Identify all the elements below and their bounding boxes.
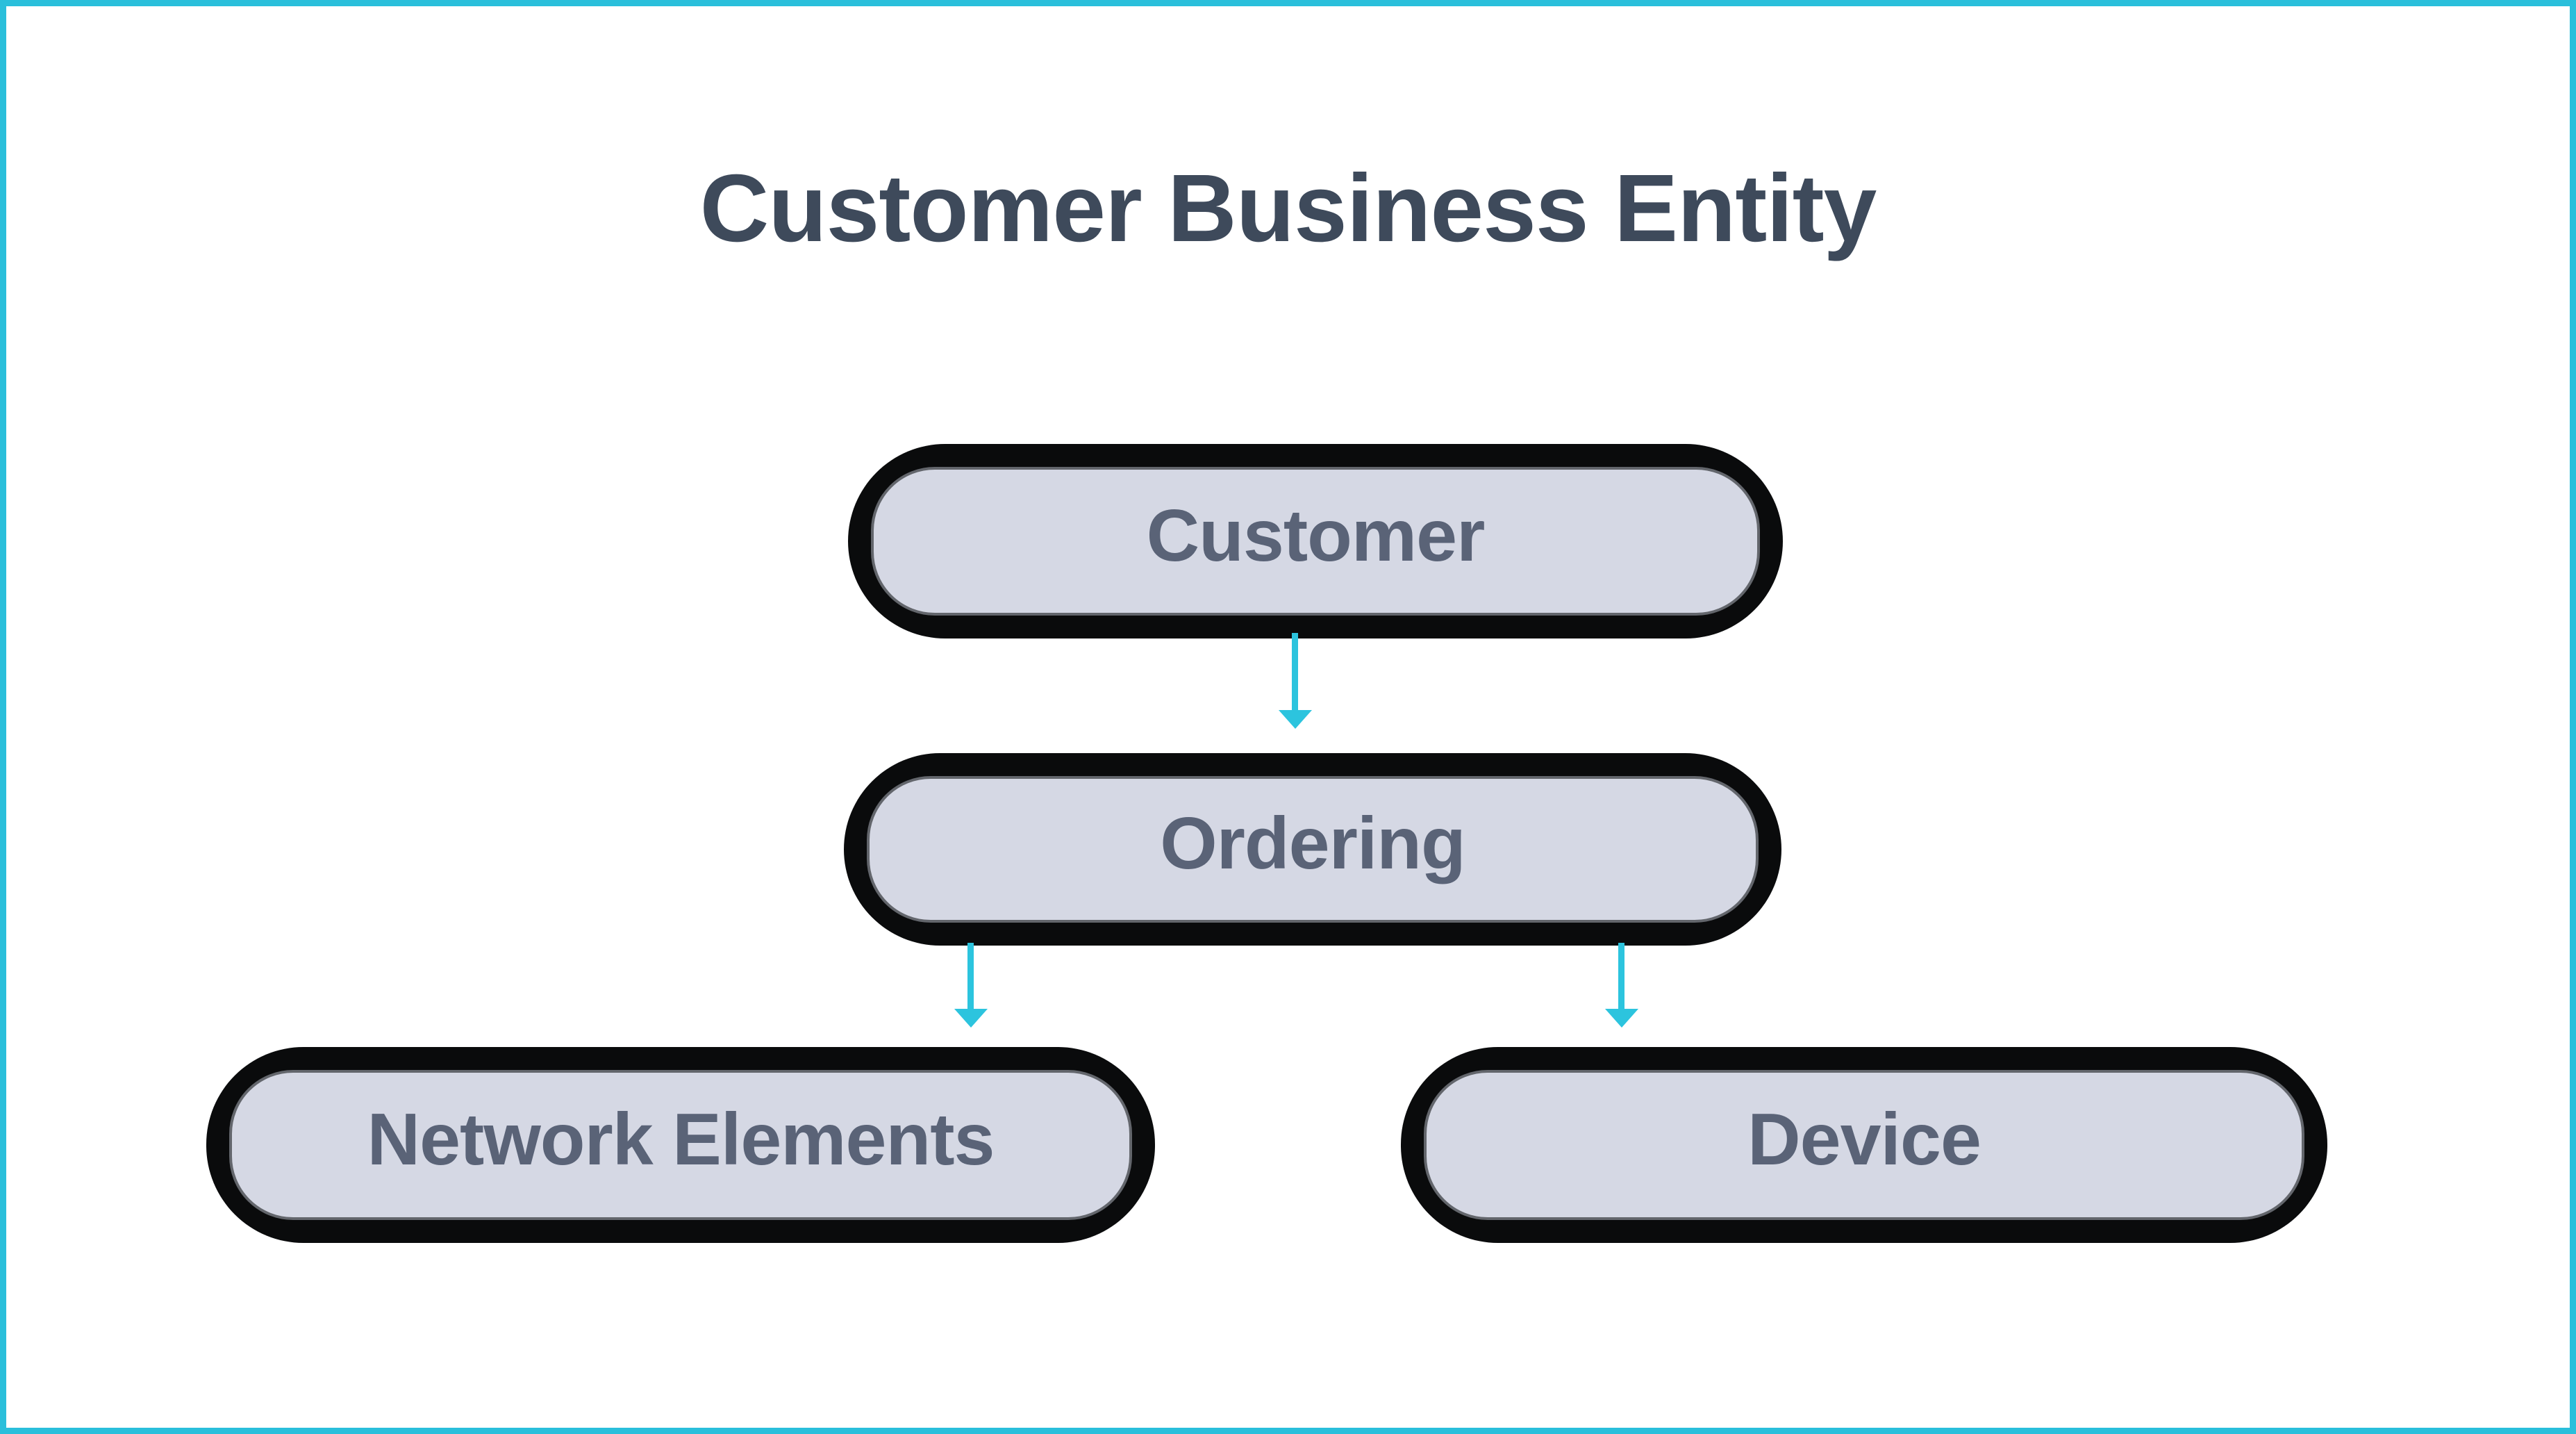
node-customer: Customer — [848, 444, 1783, 638]
edge-ordering-to-device-line — [1618, 943, 1624, 1010]
node-device: Device — [1401, 1047, 2327, 1243]
node-ordering-body: Ordering — [867, 776, 1759, 923]
node-network-elements-body: Network Elements — [229, 1070, 1132, 1220]
edge-customer-to-ordering-line — [1292, 633, 1298, 711]
node-ordering: Ordering — [844, 753, 1781, 946]
node-customer-label: Customer — [1146, 494, 1486, 577]
edge-ordering-to-network-elements-line — [967, 943, 974, 1010]
node-network-elements-label: Network Elements — [367, 1098, 995, 1180]
arrow-down-icon — [1605, 1009, 1638, 1028]
node-device-label: Device — [1747, 1098, 1981, 1180]
node-device-body: Device — [1424, 1070, 2304, 1220]
node-ordering-label: Ordering — [1160, 802, 1466, 884]
node-customer-body: Customer — [871, 467, 1760, 616]
diagram-title: Customer Business Entity — [699, 155, 1877, 262]
arrow-down-icon — [1279, 710, 1312, 729]
node-network-elements: Network Elements — [206, 1047, 1155, 1243]
arrow-down-icon — [954, 1009, 988, 1028]
